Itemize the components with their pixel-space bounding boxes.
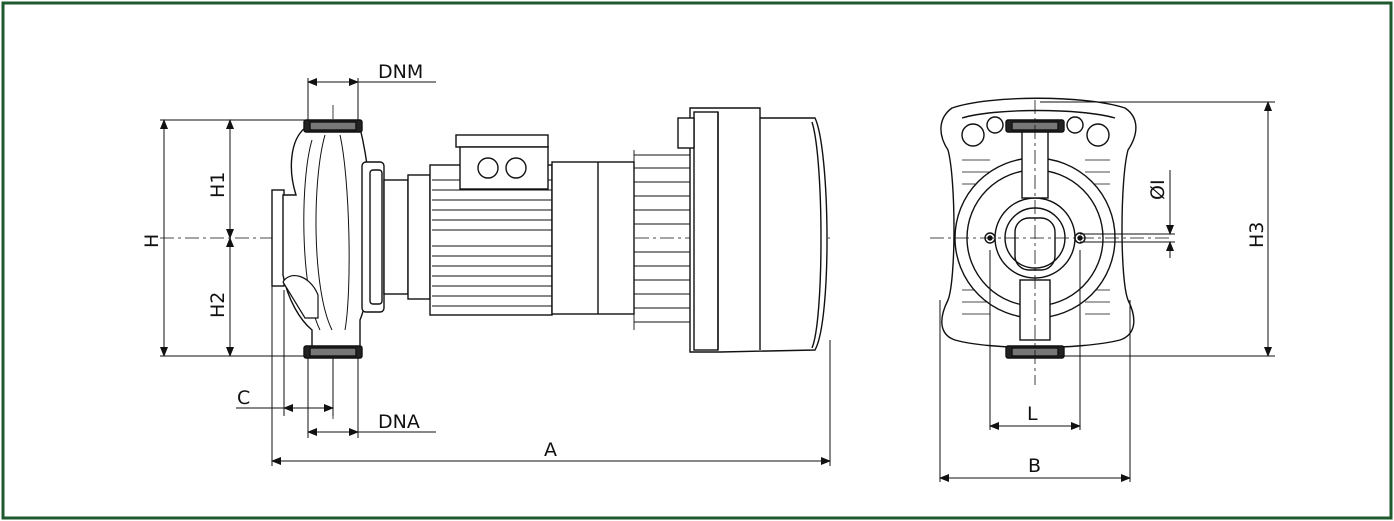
label-dna: DNA xyxy=(378,411,420,433)
label-h3: H3 xyxy=(1246,222,1268,248)
label-c: C xyxy=(237,387,250,409)
label-h: H xyxy=(141,234,163,248)
fan-fins xyxy=(633,150,690,330)
motor-fins xyxy=(432,179,552,307)
label-a: A xyxy=(544,439,557,461)
label-h2: H2 xyxy=(207,292,229,318)
label-h1: H1 xyxy=(207,172,229,198)
label-dnm: DNM xyxy=(378,61,423,83)
side-view xyxy=(160,105,830,420)
dimension-lines xyxy=(160,78,1275,482)
label-b: B xyxy=(1028,455,1041,477)
label-l: L xyxy=(1027,403,1038,425)
label-oi: ØI xyxy=(1147,179,1169,200)
